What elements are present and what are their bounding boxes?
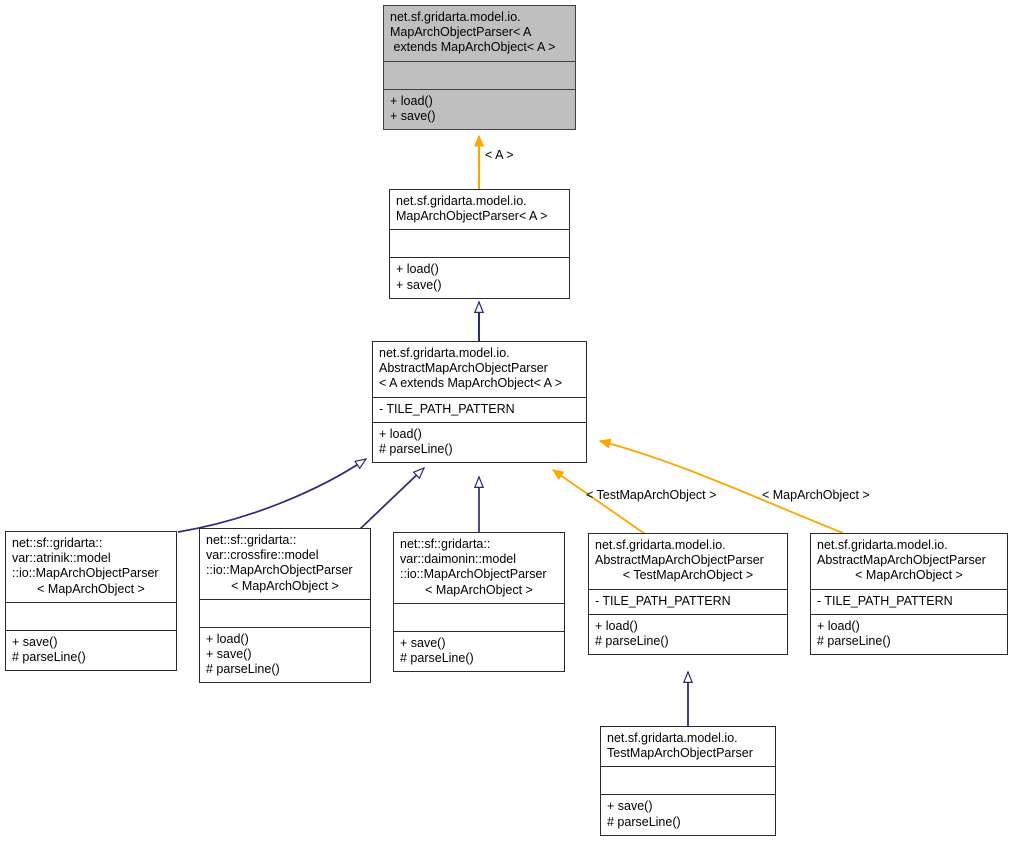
class-node-abstract-test-map-arch-object[interactable]: net.sf.gridarta.model.io. AbstractMapArc… [588,533,788,656]
edge-label-test-map-arch-object: < TestMapArchObject > [586,488,717,502]
class-node-crossfire-map-arch-object-parser[interactable]: net::sf::gridarta:: var::crossfire::mode… [199,528,371,684]
edge-inherit-atrinik [177,459,366,533]
class-attributes-compartment: - TILE_PATH_PATTERN [589,588,787,614]
edge-label-a: < A > [485,148,514,162]
class-node-test-map-arch-object-parser[interactable]: net.sf.gridarta.model.io. TestMapArchObj… [600,726,776,836]
class-operations-compartment: + load() # parseLine() [373,421,586,462]
class-operations-compartment: + save() # parseLine() [6,629,176,670]
edge-inherit-crossfire [359,468,424,530]
class-node-abstract-map-arch-object[interactable]: net.sf.gridarta.model.io. AbstractMapArc… [810,533,1008,656]
class-attributes-compartment [394,602,564,631]
class-attributes-compartment [200,598,370,627]
edge-template-map [600,441,844,534]
class-node-abstract-map-arch-object-parser[interactable]: net.sf.gridarta.model.io. AbstractMapArc… [372,341,587,464]
class-operations-compartment: + load() + save() [390,257,569,297]
class-operations-compartment: + load() + save() [384,88,575,129]
class-attributes-compartment: - TILE_PATH_PATTERN [811,588,1007,614]
class-name-compartment: net::sf::gridarta:: var::crossfire::mode… [206,533,353,593]
class-attributes-compartment [390,229,569,257]
edge-template-test [553,469,646,535]
edge-label-map-arch-object: < MapArchObject > [762,488,870,502]
class-attributes-compartment [6,601,176,630]
class-name-compartment: net::sf::gridarta:: var::atrinik::model … [12,536,159,596]
class-attributes-compartment: - TILE_PATH_PATTERN [373,396,586,422]
class-name-compartment: net.sf.gridarta.model.io. TestMapArchObj… [607,731,753,761]
class-operations-compartment: + load() # parseLine() [589,613,787,654]
class-node-daimonin-map-arch-object-parser[interactable]: net::sf::gridarta:: var::daimonin::model… [393,532,565,673]
class-operations-compartment: + load() # parseLine() [811,613,1007,654]
class-operations-compartment: + save() # parseLine() [601,794,775,834]
class-operations-compartment: + load() + save() # parseLine() [200,626,370,683]
class-node-atrinik-map-arch-object-parser[interactable]: net::sf::gridarta:: var::atrinik::model … [5,531,177,672]
class-name-compartment: net.sf.gridarta.model.io. AbstractMapArc… [595,538,764,583]
class-name-compartment: net.sf.gridarta.model.io. AbstractMapArc… [817,538,986,583]
class-name-compartment: net::sf::gridarta:: var::daimonin::model… [400,537,547,597]
class-operations-compartment: + save() # parseLine() [394,630,564,671]
class-attributes-compartment [601,766,775,794]
class-name-compartment: net.sf.gridarta.model.io. AbstractMapArc… [379,346,563,391]
class-node-map-arch-object-parser-root[interactable]: net.sf.gridarta.model.io. MapArchObjectP… [383,5,576,131]
class-name-compartment: net.sf.gridarta.model.io. MapArchObjectP… [396,194,548,224]
class-attributes-compartment [384,60,575,89]
class-node-map-arch-object-parser-a[interactable]: net.sf.gridarta.model.io. MapArchObjectP… [389,189,570,299]
class-name-compartment: net.sf.gridarta.model.io. MapArchObjectP… [390,10,556,55]
